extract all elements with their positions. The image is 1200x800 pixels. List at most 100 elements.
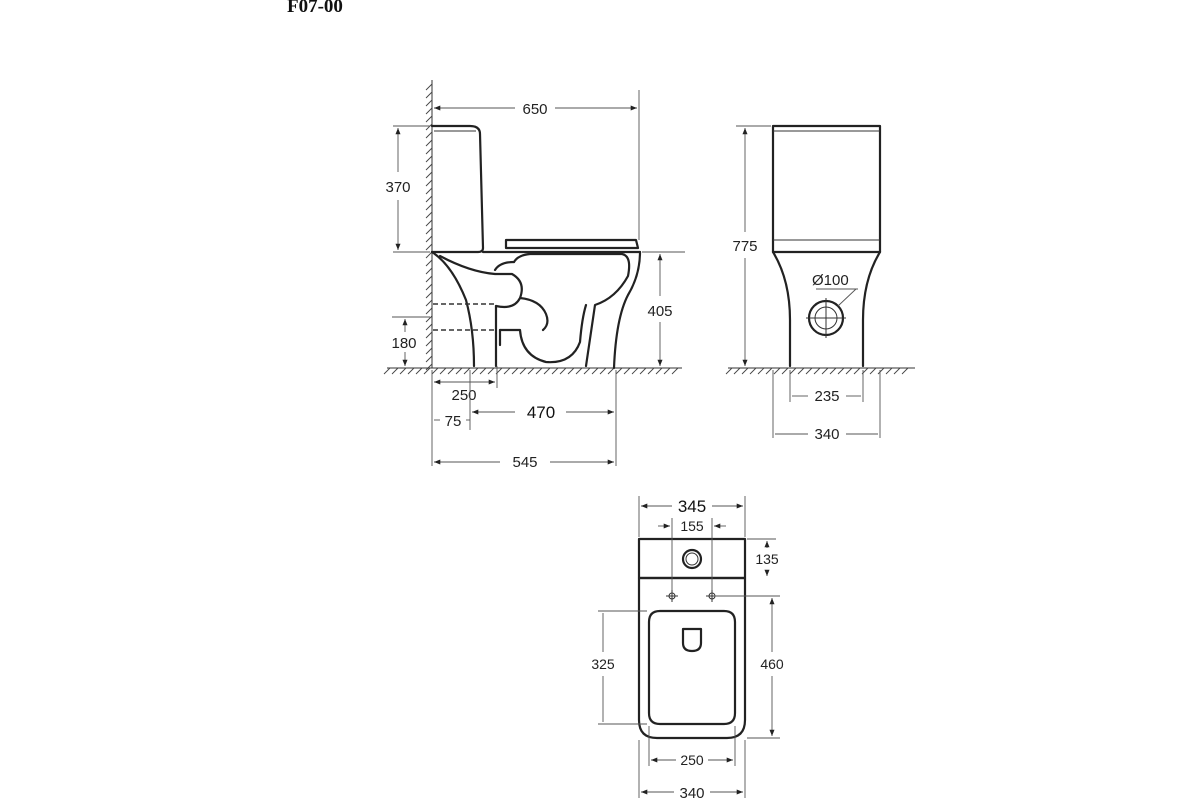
hatch-line (853, 367, 861, 375)
hatch-line (425, 107, 433, 115)
hatch-line (425, 155, 433, 163)
hatch-line (407, 367, 415, 375)
hatch-line (837, 367, 845, 375)
top-view: 345 155 135 325 (591, 496, 784, 800)
hatch-line (725, 367, 733, 375)
hatch-line (741, 367, 749, 375)
dim-470-label: 470 (527, 403, 555, 422)
hatch-line (431, 367, 439, 375)
dim-325-label: 325 (591, 656, 615, 672)
body-back-side (430, 250, 476, 368)
dim-345-label: 345 (678, 497, 706, 516)
hatch-line (885, 367, 893, 375)
hatch-line (425, 299, 433, 307)
hatch-line (383, 367, 391, 375)
hatch-line (527, 367, 535, 375)
hatch-line (583, 367, 591, 375)
hatch-line (551, 367, 559, 375)
hatch-line (749, 367, 757, 375)
dim-370: 370 (385, 125, 430, 253)
hatch-line (805, 367, 813, 375)
dim-235: 235 (789, 370, 864, 405)
dim-460-label: 460 (760, 656, 784, 672)
hatch-line (425, 83, 433, 91)
hatch-line (425, 227, 433, 235)
hatch-line (781, 367, 789, 375)
dim-75-470: 75 470 (431, 370, 617, 466)
hatch-line (869, 367, 877, 375)
hatch-line (425, 331, 433, 339)
hatch-line (773, 367, 781, 375)
hatch-line (425, 115, 433, 123)
hatch-line (813, 367, 821, 375)
hatch-line (425, 275, 433, 283)
hatch-line (425, 291, 433, 299)
hatch-line (425, 219, 433, 227)
hatch-line (425, 251, 433, 259)
cistern-top (637, 537, 747, 580)
hatch-line (425, 315, 433, 323)
dim-325: 325 (591, 610, 647, 725)
dim-405-label: 405 (647, 303, 672, 320)
hatch-line (425, 235, 433, 243)
hatch-line (425, 123, 433, 131)
pedestal-front (612, 250, 642, 370)
dim-650: 650 (434, 90, 640, 240)
hatch-line (639, 367, 647, 375)
hatch-line (623, 367, 631, 375)
hatch-line (607, 367, 615, 375)
bowl-top (637, 576, 747, 740)
wall (425, 80, 433, 371)
dim-460: 460 (714, 595, 784, 739)
hatch-line (425, 171, 433, 179)
hatch-line (425, 307, 433, 315)
hatch-line (425, 355, 433, 363)
page-title: F07-00 (287, 0, 343, 17)
hatch-line (425, 203, 433, 211)
dim-180: 180 (391, 316, 430, 366)
hatch-line (425, 91, 433, 99)
hatch-line (789, 367, 797, 375)
hatch-line (423, 367, 431, 375)
hatch-line (425, 179, 433, 187)
dim-180-label: 180 (391, 335, 416, 352)
trap-inner (438, 254, 588, 364)
dim-775: 775 (732, 125, 771, 366)
dim-545-label: 545 (512, 454, 537, 471)
hatch-line (425, 363, 433, 371)
dim-155-label: 155 (680, 518, 704, 534)
hatch-line (447, 367, 455, 375)
hatch-line (567, 367, 575, 375)
hatch-line (415, 367, 423, 375)
hatch-line (901, 367, 909, 375)
bowl-opening (647, 609, 737, 726)
hatch-line (559, 367, 567, 375)
pedestal-front-view (771, 250, 882, 368)
hatch-line (425, 163, 433, 171)
dim-405: 405 (642, 251, 685, 366)
hatch-line (511, 367, 519, 375)
dim-100-label: Ø100 (812, 272, 849, 289)
hatch-line (655, 367, 663, 375)
flush-button (681, 548, 703, 570)
hatch-line (399, 367, 407, 375)
dim-250-top-label: 250 (680, 752, 704, 768)
hatch-line (765, 367, 773, 375)
front-view: Ø100 775 235 340 (725, 124, 915, 443)
outlet-dashed (431, 303, 497, 331)
hatch-line (425, 139, 433, 147)
hatch-line (455, 367, 463, 375)
hatch-line (757, 367, 765, 375)
hatch-line (425, 243, 433, 251)
dim-155: 155 (658, 518, 726, 590)
hatch-line (425, 259, 433, 267)
hatch-line (425, 347, 433, 355)
hatch-line (821, 367, 829, 375)
cistern-front (771, 124, 882, 254)
hatch-line (425, 339, 433, 347)
hatch-line (663, 367, 671, 375)
hatch-line (503, 367, 511, 375)
dim-250-side-label: 250 (451, 387, 476, 404)
hatch-line (479, 367, 487, 375)
drain-outlet-top (681, 627, 703, 653)
